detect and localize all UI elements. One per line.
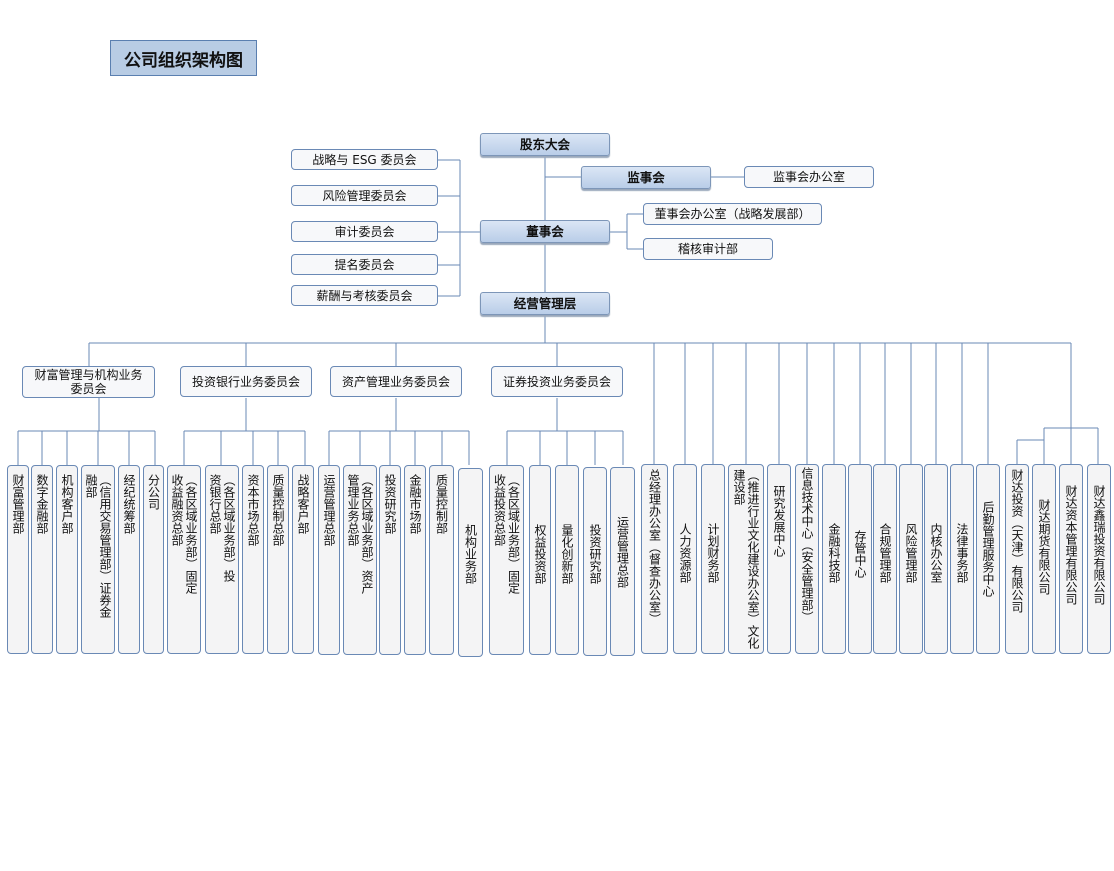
dept-label: 质量控制总部 xyxy=(271,474,285,546)
dept-box[interactable]: 信息技术中心（安全管理部） xyxy=(795,464,819,654)
dept-box[interactable]: 分公司 xyxy=(143,465,164,654)
dept-label: 财富管理部 xyxy=(11,474,25,534)
dept-box[interactable]: 权益投资部 xyxy=(529,465,551,655)
dept-label: （信用交易管理部）证券金融部 xyxy=(84,474,112,618)
subsidiary-label: 财达投资（天津）有限公司 xyxy=(1010,469,1024,613)
dept-label: 人力资源部 xyxy=(678,523,692,583)
dept-label: 机构业务部 xyxy=(463,524,478,584)
dept-label: 合规管理部 xyxy=(878,523,892,583)
dept-label: 战略客户部 xyxy=(296,474,310,534)
subsidiary-label: 财达资本管理有限公司 xyxy=(1064,485,1078,605)
dept-label: 法律事务部 xyxy=(955,523,969,583)
dept-box[interactable]: 法律事务部 xyxy=(950,464,974,654)
dept-box[interactable]: 战略客户部 xyxy=(292,465,314,654)
dept-box[interactable]: 内核办公室 xyxy=(924,464,948,654)
supervisory-board-box[interactable]: 监事会 xyxy=(581,166,711,189)
dept-label: 运营管理总部 xyxy=(322,474,336,546)
group-securities-committee[interactable]: 证券投资业务委员会 xyxy=(491,366,623,397)
dept-box[interactable]: 研究发展中心 xyxy=(767,464,791,654)
dept-box[interactable]: 风险管理部 xyxy=(899,464,923,654)
dept-label: 信息技术中心（安全管理部） xyxy=(800,467,814,623)
subsidiary-label: 财达期货有限公司 xyxy=(1037,499,1051,595)
group-ib-committee[interactable]: 投资银行业务委员会 xyxy=(180,366,312,397)
dept-label: 分公司 xyxy=(146,474,161,510)
dept-label: 研究发展中心 xyxy=(772,485,786,557)
dept-label: 量化创新部 xyxy=(560,524,574,584)
page-title: 公司组织架构图 xyxy=(110,40,257,76)
management-box[interactable]: 经营管理层 xyxy=(480,292,610,315)
dept-label: 投资研究部 xyxy=(383,474,397,534)
dept-label: 计划财务部 xyxy=(706,523,720,583)
dept-box[interactable]: 机构客户部 xyxy=(56,465,78,654)
dept-box[interactable]: 质量控制部 xyxy=(429,465,454,655)
subsidiary-label: 财达鑫瑞投资有限公司 xyxy=(1092,485,1106,605)
subsidiary-box[interactable]: 财达投资（天津）有限公司 xyxy=(1005,464,1029,654)
dept-box[interactable]: 资本市场总部 xyxy=(242,465,264,654)
dept-box[interactable]: 金融市场部 xyxy=(404,465,426,655)
subsidiary-box[interactable]: 财达资本管理有限公司 xyxy=(1059,464,1083,654)
committee-nomination[interactable]: 提名委员会 xyxy=(291,254,438,275)
dept-box[interactable]: 金融科技部 xyxy=(822,464,846,654)
dept-label: 权益投资部 xyxy=(533,524,547,584)
dept-box[interactable]: 合规管理部 xyxy=(873,464,897,654)
group-wealth-committee[interactable]: 财富管理与机构业务委员会 xyxy=(22,366,155,398)
subsidiary-box[interactable]: 财达鑫瑞投资有限公司 xyxy=(1087,464,1111,654)
dept-box[interactable]: （各区域业务部）固定收益融资总部 xyxy=(167,465,201,654)
dept-label: 运营管理总部 xyxy=(615,516,630,588)
dept-label: 后勤管理服务中心 xyxy=(981,501,995,597)
board-office-box[interactable]: 董事会办公室（战略发展部） xyxy=(643,203,822,225)
dept-label: 存管中心 xyxy=(853,530,867,578)
dept-box[interactable]: 后勤管理服务中心 xyxy=(976,464,1000,654)
shareholders-meeting-box[interactable]: 股东大会 xyxy=(480,133,610,156)
dept-box[interactable]: 量化创新部 xyxy=(555,465,579,655)
dept-box[interactable]: 经纪统筹部 xyxy=(118,465,140,654)
dept-label: 金融市场部 xyxy=(408,474,422,534)
dept-box[interactable]: 运营管理总部 xyxy=(318,465,340,655)
dept-label: 风险管理部 xyxy=(904,523,918,583)
supervisory-office-box[interactable]: 监事会办公室 xyxy=(744,166,874,188)
dept-box[interactable]: 机构业务部 xyxy=(458,468,483,657)
dept-box[interactable]: 总经理办公室（督查办公室） xyxy=(641,464,668,654)
dept-label: 资本市场总部 xyxy=(246,474,260,546)
dept-label: （推进行业文化建设办公室）文化建设部 xyxy=(732,469,760,649)
subsidiary-box[interactable]: 财达期货有限公司 xyxy=(1032,464,1056,654)
dept-box[interactable]: 数字金融部 xyxy=(31,465,53,654)
committee-strategy-esg[interactable]: 战略与 ESG 委员会 xyxy=(291,149,438,170)
dept-box[interactable]: 投资研究部 xyxy=(379,465,401,655)
committee-risk[interactable]: 风险管理委员会 xyxy=(291,185,438,206)
dept-box[interactable]: （各区域业务部）投资银行总部 xyxy=(205,465,239,654)
dept-label: （各区域业务部）固定收益投资总部 xyxy=(492,474,521,594)
dept-label: 数字金融部 xyxy=(35,474,49,534)
group-am-committee[interactable]: 资产管理业务委员会 xyxy=(330,366,462,397)
dept-box[interactable]: 财富管理部 xyxy=(7,465,29,654)
dept-box[interactable]: （信用交易管理部）证券金融部 xyxy=(81,465,115,654)
dept-label: 质量控制部 xyxy=(434,474,449,534)
dept-box[interactable]: 质量控制总部 xyxy=(267,465,289,654)
audit-dept-box[interactable]: 稽核审计部 xyxy=(643,238,773,260)
dept-label: 经纪统筹部 xyxy=(122,474,136,534)
dept-label: 内核办公室 xyxy=(929,523,943,583)
dept-label: 投资研究部 xyxy=(588,524,602,584)
dept-label: （各区域业务部）投资银行总部 xyxy=(208,474,236,582)
dept-box[interactable]: 计划财务部 xyxy=(701,464,725,654)
board-of-directors-box[interactable]: 董事会 xyxy=(480,220,610,243)
dept-box[interactable]: （各区域业务部）资产管理业务总部 xyxy=(343,465,377,655)
dept-box[interactable]: （各区域业务部）固定收益投资总部 xyxy=(489,465,524,655)
dept-box[interactable]: 运营管理总部 xyxy=(610,467,635,656)
dept-box[interactable]: 投资研究部 xyxy=(583,467,607,656)
dept-box[interactable]: （推进行业文化建设办公室）文化建设部 xyxy=(728,464,764,654)
dept-label: 机构客户部 xyxy=(60,474,74,534)
dept-label: （各区域业务部）固定收益融资总部 xyxy=(170,474,198,594)
dept-box[interactable]: 存管中心 xyxy=(848,464,872,654)
committee-audit[interactable]: 审计委员会 xyxy=(291,221,438,242)
dept-label: 金融科技部 xyxy=(827,523,841,583)
committee-compensation[interactable]: 薪酬与考核委员会 xyxy=(291,285,438,306)
dept-box[interactable]: 人力资源部 xyxy=(673,464,697,654)
dept-label: 总经理办公室（督查办公室） xyxy=(647,469,662,625)
dept-label: （各区域业务部）资产管理业务总部 xyxy=(346,474,374,594)
